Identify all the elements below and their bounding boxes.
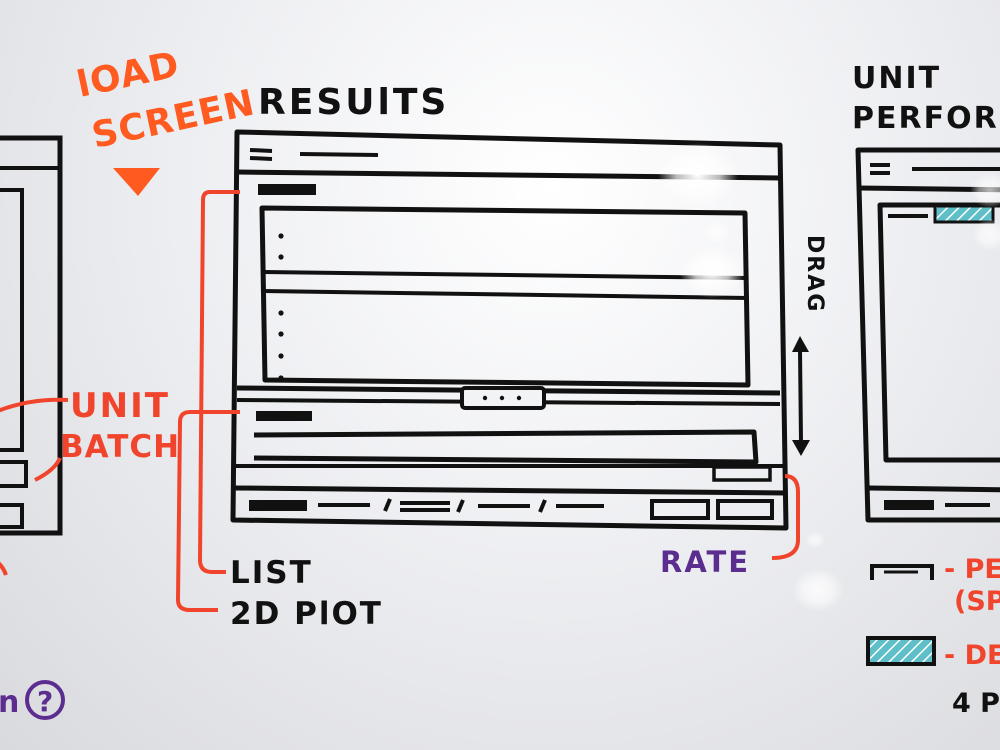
unit-window-frame [855,147,1000,523]
left-window-frame [0,135,63,536]
unit-header-divider [857,185,1000,193]
status-slash [383,498,392,512]
results-window-frame [230,129,789,531]
list-bullet [278,331,284,337]
title-bar-divider [236,169,781,181]
list-row-line-2 [262,289,749,300]
status-slash [456,499,465,513]
left-sketch: UNIT BATCH n ? [0,135,180,720]
status-button [716,499,774,520]
glare-spot [702,220,730,244]
list-bullet [278,353,284,359]
unit-performance-title-2: PERFORM [852,101,1000,136]
legend-text-4: 4 P [952,688,1000,719]
status-slash [538,499,547,513]
arrow-up-icon [792,336,809,352]
batch-pointer [34,457,62,482]
unit-status-block [884,500,934,510]
arrow-down-icon [792,440,810,456]
unit-label: UNIT [70,386,170,426]
menu-icon-line-2 [249,156,273,161]
question-mark: ? [37,685,53,718]
batch-label: BATCH [60,429,180,465]
results-title: RESUlTS [258,82,449,123]
left-inner-panel [0,188,24,452]
status-block [249,500,307,511]
legend-text-1: - PE [944,554,1000,585]
hatched-box-icon [866,636,936,666]
drag-handle-dot [499,395,505,401]
list-row-line-1 [262,270,749,280]
plot-bracket [176,410,240,612]
outline-box-icon [870,564,934,580]
unit-performance-title-1: UNIT [852,61,941,96]
glare-spot [972,219,1000,251]
left-edge-red-mark [0,561,8,576]
load-screen-line1: lOAD [73,44,183,106]
list-bullet [278,254,284,260]
drag-label: DRAG [802,235,827,313]
left-button-batch [0,460,28,488]
menu-icon-line-1 [249,148,273,153]
drag-handle-dot [482,395,488,401]
plot-heading-block [256,411,312,421]
load-screen-annotation: lOAD SCREEN [73,44,259,196]
status-bar-top-line [234,485,786,496]
unit-inner-panel [877,202,1000,463]
rate-button [712,465,772,482]
glare-spot [680,246,744,298]
left-button-lower [0,503,24,529]
unit-hatched-tab [933,204,995,224]
results-sketch: RESUlTS [176,82,827,632]
list-heading-block [258,184,316,195]
legend-text-2: (SP [954,586,1000,617]
rate-label: RATE [660,545,750,579]
list-bullet [278,375,284,381]
glare-spot [805,532,825,548]
triangle-down-icon [113,168,160,196]
drag-handle-dot [516,395,522,401]
question-circle [25,680,65,720]
rate-bracket [771,474,800,560]
list-bullet [278,310,284,316]
plot-field [253,429,759,465]
question-prefix: n [0,685,19,720]
unit-pointer [0,397,69,413]
plot-label: 2D PlOT [230,596,383,632]
legend-text-3: - DE [944,640,1000,671]
unit-performance-sketch: UNIT PERFORM - PE (SP - DE 4 P [852,61,1000,719]
unit-bottom-line [867,485,1000,493]
status-button [650,499,710,520]
list-panel [259,205,751,388]
drag-arrow-shaft [798,349,803,443]
window-title-line [299,152,379,157]
list-bracket [198,190,240,574]
glare-spot [792,568,844,612]
list-bullet [278,233,284,239]
list-label: LIST [230,555,313,591]
